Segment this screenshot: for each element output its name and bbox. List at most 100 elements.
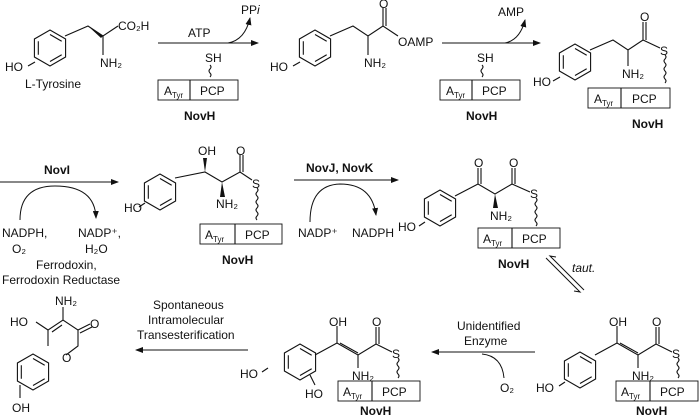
phenol-oh-label: OH — [12, 401, 30, 415]
sh-label: SH — [205, 51, 222, 65]
benzene-ring — [563, 351, 597, 389]
sulfur-label: S — [530, 187, 538, 201]
pcp-domain-label: PCP — [200, 84, 225, 98]
pcp-domain-label: PCP — [482, 84, 507, 98]
svg-text:ATyr: ATyr — [594, 92, 613, 108]
o2-label: O₂ — [500, 381, 514, 395]
enzyme-name: NovH — [498, 257, 529, 271]
amine-label: NH₂ — [352, 369, 374, 383]
svg-text:PCP: PCP — [660, 385, 685, 399]
amine-label: NH₂ — [100, 56, 122, 70]
aromatic-double-bond — [32, 358, 45, 366]
nadp-label: NADP⁺ — [298, 226, 338, 240]
step2-arrow: AMP SH ATyr PCP NovH — [439, 5, 541, 123]
aromatic-double-bond — [314, 54, 327, 62]
oh-label: OH — [198, 144, 216, 158]
dihydroxy-enol-structure: HO HO OH O S NH₂ ATyr PCP NovH — [240, 315, 421, 418]
aromatic-double-bond — [574, 48, 587, 56]
aromatic-double-bond — [574, 68, 587, 76]
benzene-ring — [423, 189, 457, 227]
nadp-label: NADP⁺, — [78, 226, 121, 240]
hydroxyl-label: HO — [533, 75, 551, 89]
carbonyl-o-label: O — [236, 144, 245, 158]
aromatic-double-bond — [579, 356, 592, 364]
tautomerization-arrows: taut. — [545, 255, 595, 293]
hydroxyl-label: HO — [536, 381, 554, 395]
benzene-ring — [143, 173, 177, 211]
hydroxyl-label: HO — [398, 220, 416, 234]
enzyme-name: NovH — [222, 253, 253, 267]
ring-o-label: O — [62, 351, 71, 365]
o2-label: O₂ — [12, 242, 26, 256]
benzene-ring — [298, 29, 332, 67]
svg-text:ATyr: ATyr — [621, 385, 640, 401]
atp-label: ATP — [188, 26, 210, 40]
aromatic-double-bond — [49, 34, 62, 42]
enol-thioester-structure: HO OH O S NH₂ ATyr PCP NovH — [536, 315, 699, 418]
thioester-structure: HO O S NH₂ ATyr PCP NovH — [533, 10, 671, 131]
step4-arrow: NovJ, NovK NADP⁺ NADPH — [294, 161, 399, 240]
carbonyl-o-label: O — [90, 317, 99, 331]
benzene-ring — [33, 29, 67, 67]
intramolecular-label: Intramolecular — [148, 313, 224, 327]
benzene-ring — [558, 43, 592, 81]
svg-text:ATyr: ATyr — [446, 84, 465, 100]
amp-label: AMP — [498, 5, 524, 19]
hydroxyl-label: HO — [5, 60, 23, 74]
novh-enzyme: ATyr PCP NovH — [439, 79, 521, 123]
svg-text:PCP: PCP — [382, 385, 407, 399]
enzyme-name: NovH — [636, 404, 667, 418]
novh-enzyme: ATyr PCP NovH — [157, 79, 239, 123]
svg-text:ATyr: ATyr — [483, 232, 502, 248]
svg-text:PCP: PCP — [522, 232, 547, 246]
aromatic-double-bond — [49, 54, 62, 62]
oamp-label: OAMP — [398, 35, 433, 49]
sulfur-label: S — [672, 347, 680, 361]
amine-label: NH₂ — [216, 197, 238, 211]
novh-enzyme: ATyr PCP NovH — [477, 227, 561, 271]
ferrodoxin-reductase-label: Ferrodoxin Reductase — [2, 273, 120, 287]
aromatic-double-bond — [32, 378, 45, 386]
aromatic-double-bond — [159, 178, 172, 186]
benzene-ring — [283, 343, 317, 381]
novh-enzyme: ATyr PCP NovH — [199, 223, 283, 267]
enol-oh-label: OH — [329, 315, 347, 329]
step6-arrow: Unidentified Enzyme O₂ — [431, 319, 535, 395]
nadph-label: NADPH, — [2, 226, 47, 240]
step1-arrow: ATP PPi SH ATyr PCP NovH — [157, 3, 260, 123]
ortho-hydroxyl-label: HO — [305, 387, 323, 401]
aromatic-double-bond — [579, 376, 592, 384]
sulfur-label: S — [392, 347, 400, 361]
transesterification-label: Transesterification — [137, 328, 235, 342]
ketone-o-label: O — [474, 156, 483, 170]
hydroxyl-label: HO — [270, 60, 288, 74]
water-label: H₂O — [85, 242, 108, 256]
carbonyl-o-label: O — [652, 315, 661, 329]
novh-enzyme: ATyr PCP NovH — [615, 380, 699, 418]
aminoacyl-amp-structure: HO O OAMP NH₂ — [270, 0, 433, 74]
hydroxyl-label: HO — [124, 201, 142, 215]
amine-label: NH₂ — [622, 67, 644, 81]
spontaneous-label: Spontaneous — [153, 298, 224, 312]
carbonyl-o-label: O — [640, 10, 649, 24]
hydroxy-thioester-structure: HO OH O S NH₂ ATyr PCP NovH — [124, 144, 283, 267]
sulfur-label: S — [252, 177, 260, 191]
unidentified-label: Unidentified — [457, 319, 520, 333]
sh-label: SH — [477, 51, 494, 65]
svg-text:ATyr: ATyr — [343, 385, 362, 401]
svg-text:ATyr: ATyr — [205, 228, 224, 244]
enol-oh-label: OH — [609, 315, 627, 329]
novj-novk-label: NovJ, NovK — [306, 161, 374, 175]
carbonyl-o-label: O — [509, 156, 518, 170]
svg-text:PCP: PCP — [632, 92, 657, 106]
novi-label: NovI — [44, 163, 70, 177]
aminocoumarin-structure: NH₂ HO O O OH — [10, 294, 99, 415]
aromatic-double-bond — [299, 368, 312, 376]
aromatic-double-bond — [439, 194, 452, 202]
ferrodoxin-label: Ferrodoxin, — [36, 258, 97, 272]
carboxyl-label: CO₂H — [118, 19, 149, 33]
enzyme-name: NovH — [632, 117, 663, 131]
benzene-rings — [16, 29, 597, 391]
ppi-label: PPi — [241, 3, 260, 17]
